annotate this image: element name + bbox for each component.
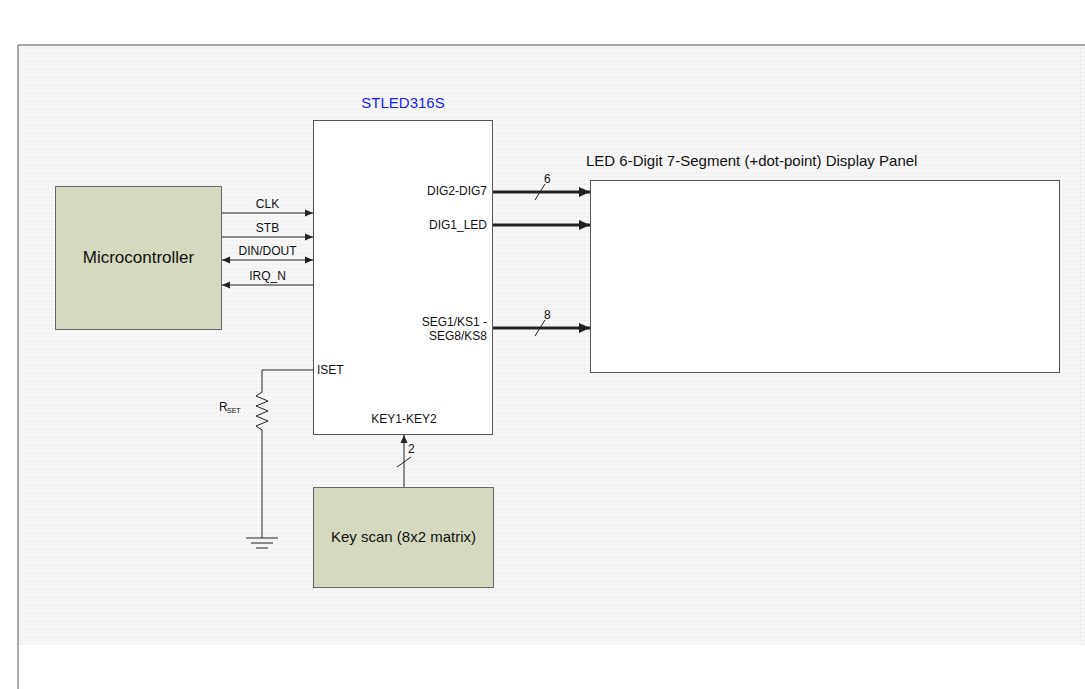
bus-width-slash bbox=[397, 457, 411, 467]
node-label: Microcontroller bbox=[83, 247, 194, 270]
signal-arrow bbox=[222, 213, 313, 214]
bus-width-slash bbox=[535, 184, 545, 200]
bus-width-number: 6 bbox=[544, 172, 551, 186]
component-subscript: SET bbox=[227, 406, 241, 415]
ground-symbol bbox=[246, 538, 278, 539]
pin-name: KEY1-KEY2 bbox=[371, 412, 436, 426]
background-texture bbox=[18, 45, 1085, 645]
node-label: Key scan (8x2 matrix) bbox=[331, 527, 476, 547]
resistor-symbol bbox=[256, 392, 268, 430]
pin-name: ISET bbox=[317, 363, 344, 377]
microcontroller-box: Microcontroller bbox=[55, 186, 222, 330]
signal-arrow bbox=[404, 435, 405, 487]
display-panel: LED 6-Digit 7-Segment (+dot-point) Displ… bbox=[590, 180, 1060, 373]
component-name: R bbox=[219, 400, 228, 414]
node-heading: LED 6-Digit 7-Segment (+dot-point) Displ… bbox=[586, 151, 917, 171]
signal-name: CLK bbox=[256, 197, 279, 211]
signal-arrow bbox=[222, 260, 313, 261]
pin-name: DIG2-DIG7 bbox=[427, 184, 487, 198]
pin-name: SEG1/KS1 -SEG8/KS8 bbox=[407, 315, 487, 343]
bus-width-slash bbox=[535, 320, 545, 336]
signal-name: STB bbox=[256, 221, 279, 235]
signal-arrow bbox=[222, 237, 313, 238]
ground-wire bbox=[262, 430, 263, 538]
signal-name: IRQ_N bbox=[249, 269, 286, 283]
bus-arrow bbox=[493, 327, 590, 330]
bus-arrow bbox=[493, 191, 590, 194]
ground-symbol bbox=[251, 543, 273, 544]
bus-width-number: 2 bbox=[408, 442, 415, 456]
pin-name: DIG1_LED bbox=[429, 218, 487, 232]
bus-width-number: 8 bbox=[544, 308, 551, 322]
bus-arrow bbox=[493, 224, 590, 227]
node-heading: STLED316S bbox=[314, 93, 492, 113]
signal-arrow bbox=[222, 285, 313, 286]
signal-name: DIN/DOUT bbox=[239, 244, 297, 258]
iset-wire bbox=[262, 370, 313, 392]
figure-frame bbox=[18, 45, 1085, 689]
driver-chip-box: STLED316S bbox=[313, 120, 493, 435]
ground-symbol bbox=[256, 548, 268, 549]
keyscan-box: Key scan (8x2 matrix) bbox=[313, 487, 494, 588]
